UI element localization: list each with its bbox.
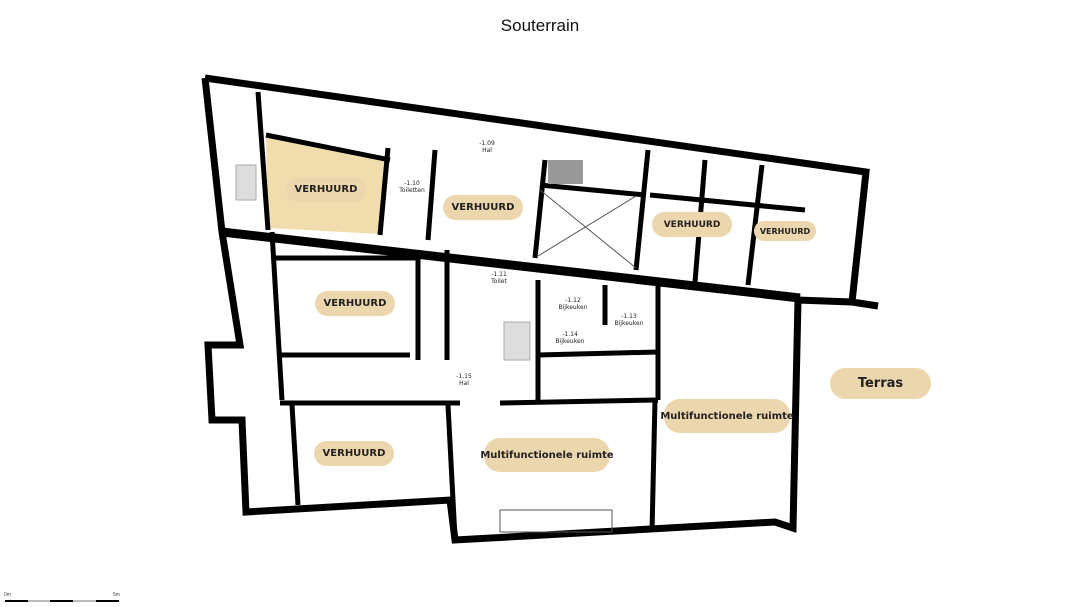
outer-wall-left (201, 77, 802, 544)
outer-wall (204, 74, 879, 310)
scale-start: 0m (4, 592, 11, 598)
label-verhuurd: VERHUURD (754, 221, 816, 241)
label-verhuurd: VERHUURD (652, 212, 732, 237)
label-terras: Terras (830, 368, 931, 399)
floor-title: Souterrain (500, 16, 580, 35)
label-multifunctionele-ruimte: Multifunctionele ruimte (480, 438, 614, 472)
label-verhuurd: VERHUURD (315, 291, 395, 316)
label-multifunctionele-ruimte: Multifunctionele ruimte (660, 399, 794, 433)
label-verhuurd: VERHUURD (286, 177, 366, 202)
stairs-icon (548, 160, 583, 184)
staircase-icon (235, 164, 257, 201)
label-verhuurd: VERHUURD (443, 195, 523, 220)
label-verhuurd: VERHUURD (314, 441, 394, 466)
scale-end: 5m (113, 592, 120, 598)
staircase-icon (503, 321, 531, 361)
